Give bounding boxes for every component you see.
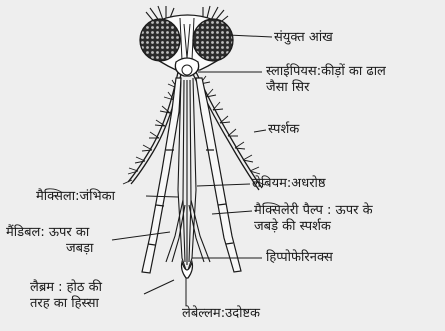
label-labrum: लैब्रम : होठ की तरह का हिस्सा — [30, 280, 102, 312]
label-clypeus: स्लाईपियस:कीड़ों का ढाल जैसा सिर — [266, 64, 386, 96]
label-antenna: स्पर्शक — [268, 122, 299, 138]
label-labium: लेबियम:अधरोष्ठ — [252, 176, 326, 192]
label-maxilla: मैक्सिला:जंभिका — [36, 189, 115, 205]
label-clypeus-line1: स्लाईपियस:कीड़ों का ढाल — [266, 64, 386, 80]
label-maxillary-palp-line2: जबड़े की स्पर्शक — [254, 219, 373, 235]
right-compound-eye — [193, 19, 233, 61]
label-clypeus-line2: जैसा सिर — [266, 80, 386, 96]
label-labrum-line2: तरह का हिस्सा — [30, 296, 102, 312]
label-mandible-line1: मैंडिबल: ऊपर का — [6, 225, 93, 241]
label-compound-eye: संयुक्त आंख — [274, 30, 333, 46]
label-labellum: लेबेल्लम:उदोष्टक — [182, 306, 260, 322]
maxillary-palps — [142, 78, 241, 273]
label-labrum-line1: लैब्रम : होठ की — [30, 280, 102, 296]
label-mandible: मैंडिबल: ऊपर का जबड़ा — [6, 225, 93, 257]
label-mandible-line2: जबड़ा — [6, 241, 93, 257]
left-compound-eye — [140, 19, 180, 61]
label-hypopharynx: हिप्पोफेरिनक्स — [266, 250, 333, 266]
label-maxillary-palp-line1: मैक्सिलेरी पैल्प : ऊपर के — [254, 203, 373, 219]
label-maxillary-palp: मैक्सिलेरी पैल्प : ऊपर के जबड़े की स्पर्… — [254, 203, 373, 235]
